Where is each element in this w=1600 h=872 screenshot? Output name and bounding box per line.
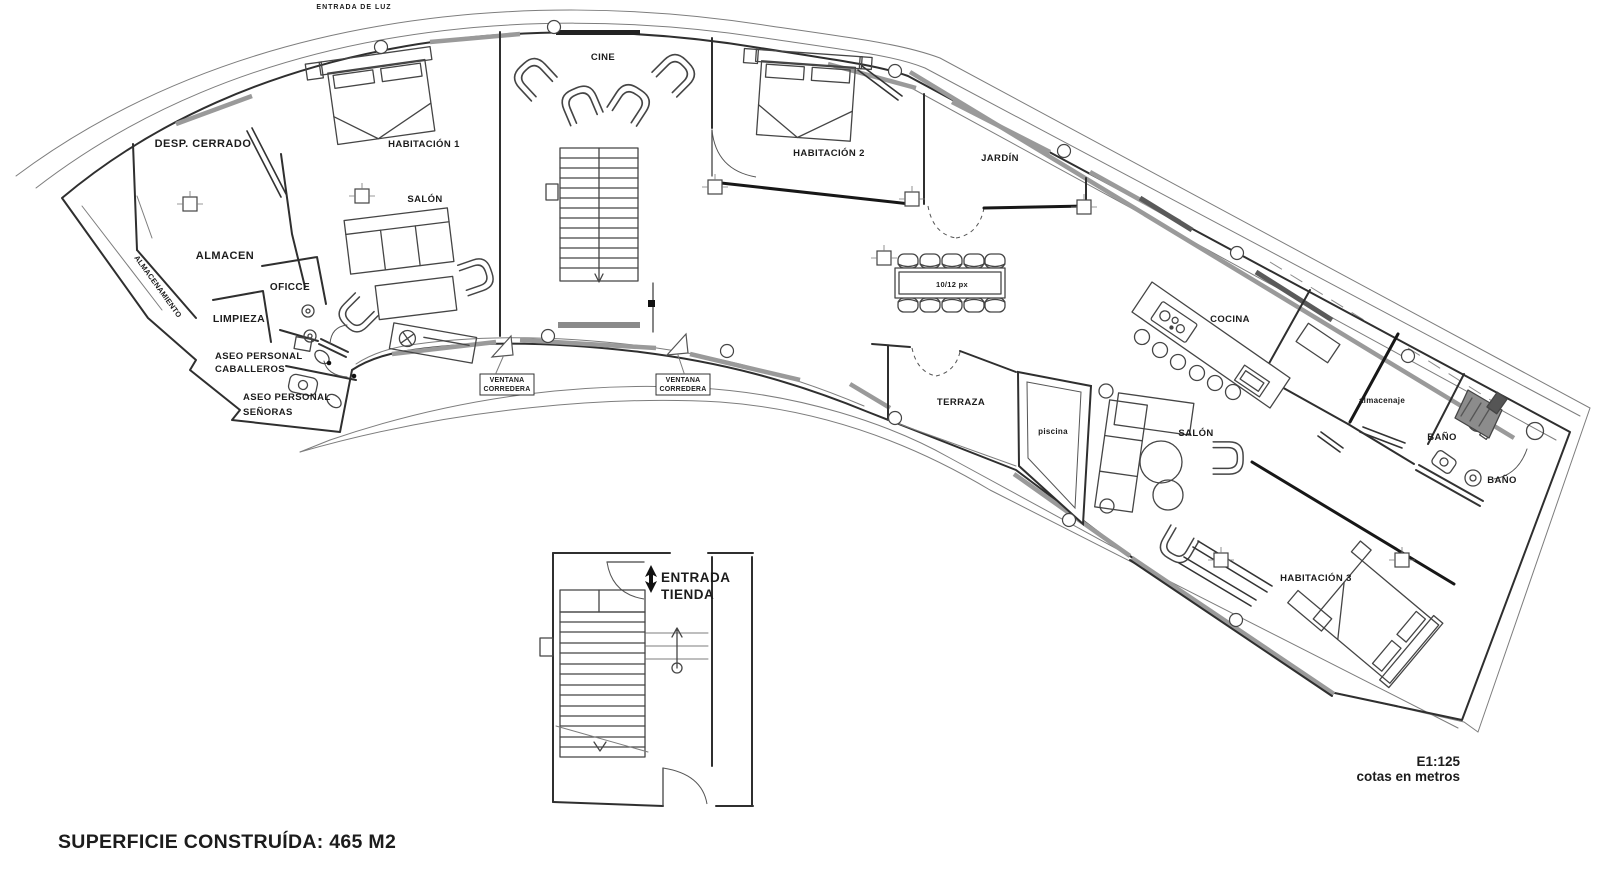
label-jardin: JARDÍN bbox=[981, 153, 1019, 164]
interior-walls bbox=[132, 31, 1465, 697]
dining-set-icon bbox=[894, 253, 1006, 313]
label-habitacion-3: HABITACIÓN 3 bbox=[1280, 572, 1352, 584]
label-cocina: COCINA bbox=[1210, 314, 1250, 325]
label-desp-cerrado: DESP. CERRADO bbox=[155, 138, 252, 150]
corredera-line2: CORREDERA bbox=[660, 386, 707, 393]
window-markers bbox=[490, 282, 689, 374]
label-cine: CINE bbox=[591, 52, 615, 63]
ventana-line2: VENTANA bbox=[666, 377, 701, 384]
label-caballeros: CABALLEROS bbox=[215, 364, 285, 375]
label-entrada-de-luz: ENTRADA DE LUZ bbox=[316, 4, 391, 11]
label-bano-1: BAÑO bbox=[1427, 432, 1457, 443]
scale-value: E1:125 bbox=[1416, 754, 1460, 769]
glass-walls bbox=[175, 30, 1516, 696]
label-aseo-personal-2: ASEO PERSONAL bbox=[243, 392, 331, 403]
armchairs-salon2-icon bbox=[1155, 441, 1244, 568]
bed-2-icon bbox=[742, 47, 873, 142]
armchairs-salon1-icon bbox=[333, 254, 498, 338]
label-dining-capacity: 10/12 px bbox=[936, 280, 969, 289]
label-almacen: ALMACEN bbox=[196, 250, 255, 262]
wall-circles bbox=[373, 19, 1416, 628]
deck-lines bbox=[299, 385, 1479, 733]
cinema-screen-icon bbox=[556, 30, 640, 35]
label-salon-1: SALÓN bbox=[407, 193, 442, 205]
kitchen-island-icon bbox=[1131, 281, 1341, 409]
tv-bench-icon bbox=[388, 322, 478, 364]
sofa-1-icon bbox=[343, 207, 455, 275]
entry-mat-icon bbox=[558, 322, 640, 328]
wardrobe-rails-icon bbox=[246, 65, 1484, 607]
shop-entrance-label: ENTRADA TIENDA bbox=[645, 565, 731, 602]
ventana-line1: VENTANA bbox=[490, 377, 525, 384]
scale-note: E1:125 cotas en metros bbox=[1356, 754, 1460, 784]
label-piscina: piscina bbox=[1038, 427, 1068, 436]
units-note: cotas en metros bbox=[1356, 769, 1460, 784]
label-entrada: ENTRADA bbox=[661, 570, 731, 585]
label-salon-2: SALÓN bbox=[1178, 427, 1213, 439]
ventana-corredera-label-1: VENTANA CORREDERA bbox=[479, 373, 535, 396]
label-limpieza: LIMPIEZA bbox=[213, 313, 265, 325]
label-almacenamiento: ALMACENAMIENTO bbox=[132, 254, 183, 320]
label-oficce: OFICCE bbox=[270, 282, 310, 293]
label-almacenaje: almacenaje bbox=[1359, 396, 1405, 405]
built-area-note: SUPERFICIE CONSTRUÍDA: 465 M2 bbox=[58, 830, 396, 853]
bed-3-icon bbox=[1287, 540, 1444, 689]
entry-arrow-icon bbox=[645, 565, 657, 593]
pool-icon bbox=[1016, 370, 1093, 527]
label-habitacion-2: HABITACIÓN 2 bbox=[793, 147, 865, 159]
corredera-line1: CORREDERA bbox=[484, 386, 531, 393]
round-tables-icon bbox=[1139, 440, 1184, 511]
bathroom-fixtures-icon bbox=[287, 304, 1545, 487]
label-terraza: TERRAZA bbox=[937, 397, 985, 408]
bed-1-icon bbox=[304, 46, 436, 146]
shop-staircase-icon bbox=[539, 552, 754, 807]
label-habitacion-1: HABITACIÓN 1 bbox=[388, 138, 460, 150]
label-aseo-personal-1: ASEO PERSONAL bbox=[215, 351, 303, 362]
label-senoras: SEÑORAS bbox=[243, 407, 293, 418]
outer-shell bbox=[61, 31, 1571, 721]
main-staircase-icon bbox=[545, 147, 639, 283]
roof-overhang-lines bbox=[15, 9, 1591, 733]
ventana-corredera-label-2: VENTANA CORREDERA bbox=[655, 373, 711, 396]
coffee-table-icon bbox=[374, 275, 458, 321]
label-tienda: TIENDA bbox=[661, 587, 714, 602]
sofa-2-icon bbox=[1094, 383, 1195, 514]
label-bano-2: BAÑO bbox=[1487, 475, 1517, 486]
